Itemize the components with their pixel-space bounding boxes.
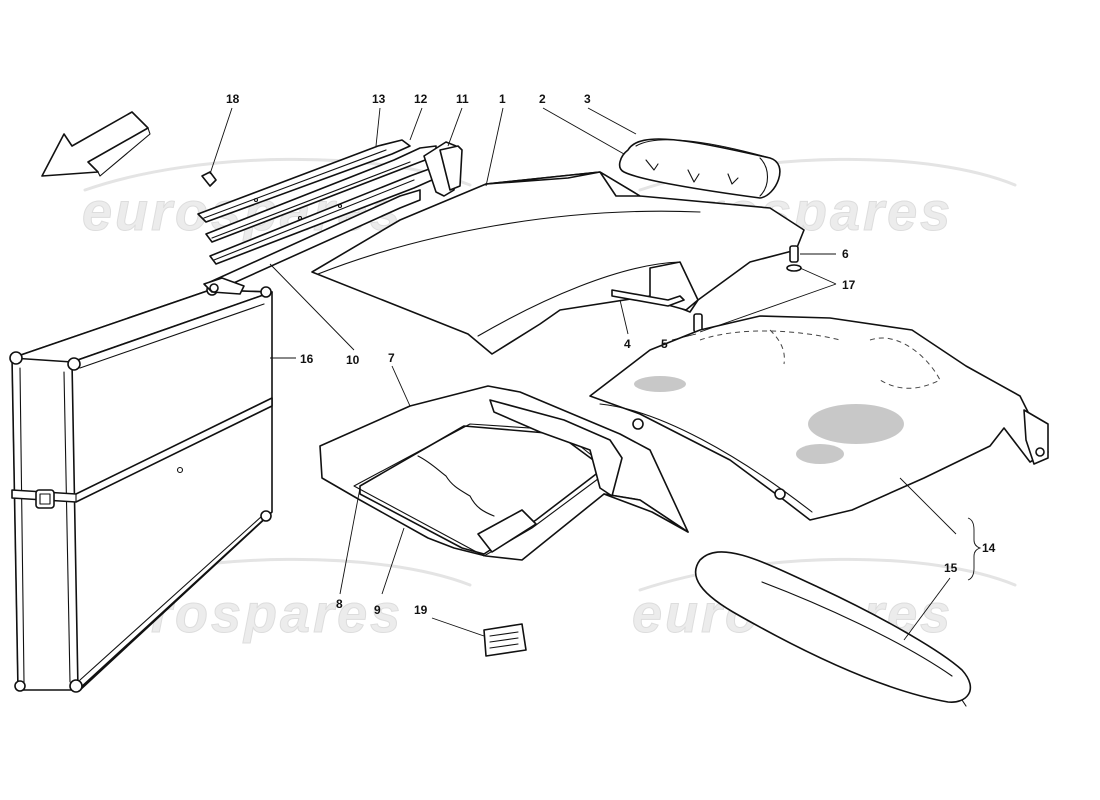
callout-labels: 18 13 12 11 1 2 3 6 17 4 5 10 7 16 8 9 1… [226,92,996,617]
callout-9: 9 [374,603,381,617]
callout-19: 19 [414,603,428,617]
storage-bag [694,551,972,707]
arrow-front-icon [41,111,151,177]
fabric-hood [589,315,1049,521]
callout-6: 6 [842,247,849,261]
callout-12: 12 [414,92,428,106]
clip-part [201,171,217,187]
callout-7: 7 [388,351,395,365]
storage-case [9,284,273,693]
callout-17: 17 [842,278,856,292]
label-plate [483,623,527,657]
callout-13: 13 [372,92,386,106]
callout-14: 14 [982,541,996,555]
roof-frame-rails [197,139,463,295]
rear-window-roll [618,138,781,199]
watermark-text: eurospares [82,182,403,242]
callout-5: 5 [661,337,668,351]
hardtop-shell [311,171,805,355]
callout-18: 18 [226,92,240,106]
callout-3: 3 [584,92,591,106]
headliner-frame [319,385,689,561]
leader-lines [209,107,982,641]
callout-8: 8 [336,597,343,611]
callout-2: 2 [539,92,546,106]
callout-11: 11 [456,92,469,106]
callout-16: 16 [300,352,314,366]
callout-1: 1 [499,92,506,106]
callout-15: 15 [944,561,958,575]
callout-10: 10 [346,353,360,367]
callout-4: 4 [624,337,631,351]
